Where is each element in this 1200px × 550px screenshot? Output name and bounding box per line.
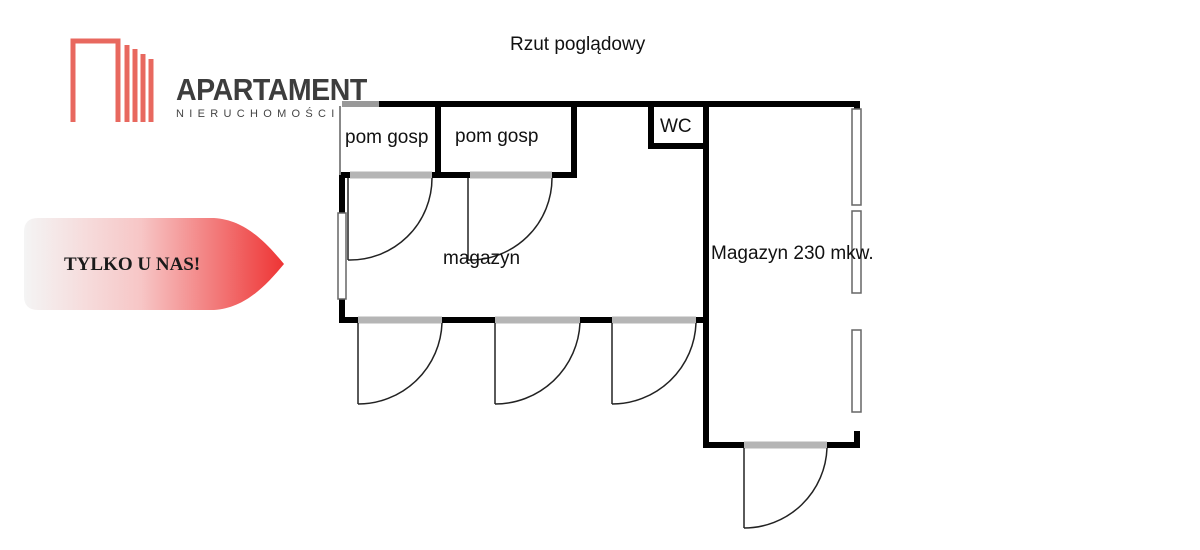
logo-name: APARTAMENT (176, 72, 367, 107)
logo-bars-icon (70, 38, 154, 122)
plan-title: Rzut poglądowy (510, 34, 646, 55)
promo-label: TYLKO U NAS! (64, 254, 201, 275)
room-label-storage-2: pom gosp (455, 126, 539, 147)
door-leaves (350, 171, 827, 449)
room-label-storage-1: pom gosp (345, 127, 429, 148)
windows (337, 108, 862, 413)
company-logo: APARTAMENT NIERUCHOMOŚCI (70, 38, 367, 128)
room-label-wc: WC (660, 116, 692, 137)
logo-tagline: NIERUCHOMOŚCI (176, 108, 340, 120)
room-label-magazyn: magazyn (443, 248, 521, 269)
door-swings (347, 177, 828, 529)
room-label-warehouse: Magazyn 230 mkw. (711, 243, 874, 264)
promo-badge (24, 218, 284, 310)
walls (339, 101, 860, 448)
